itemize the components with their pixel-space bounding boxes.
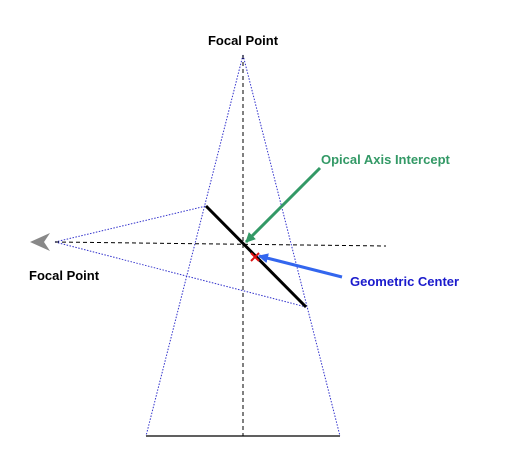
horizontal-projection-triangle	[54, 205, 307, 308]
eye-icon-shape	[30, 233, 50, 251]
geometric-center-arrow	[258, 253, 343, 279]
center-marker-stroke-b	[250, 252, 260, 262]
focal-point-left-label: Focal Point	[29, 268, 100, 283]
focal-point-top-label: Focal Point	[208, 33, 279, 48]
horizontal-optical-axis	[54, 241, 387, 247]
vertical-projection-right-edge	[242, 54, 341, 437]
horizontal-projection-lower-edge	[54, 241, 307, 308]
optical-axis-intercept-label: Opical Axis Intercept	[321, 152, 451, 167]
horizontal-projection-upper-edge	[54, 205, 207, 243]
geometric-center-marker	[250, 252, 260, 262]
geometric-center-label: Geometric Center	[350, 274, 459, 289]
eye-icon	[30, 233, 50, 251]
optical-axis-intercept-arrow	[244, 166, 322, 244]
vertical-projection-triangle	[145, 54, 341, 437]
vertical-projection-left-edge	[145, 54, 244, 437]
